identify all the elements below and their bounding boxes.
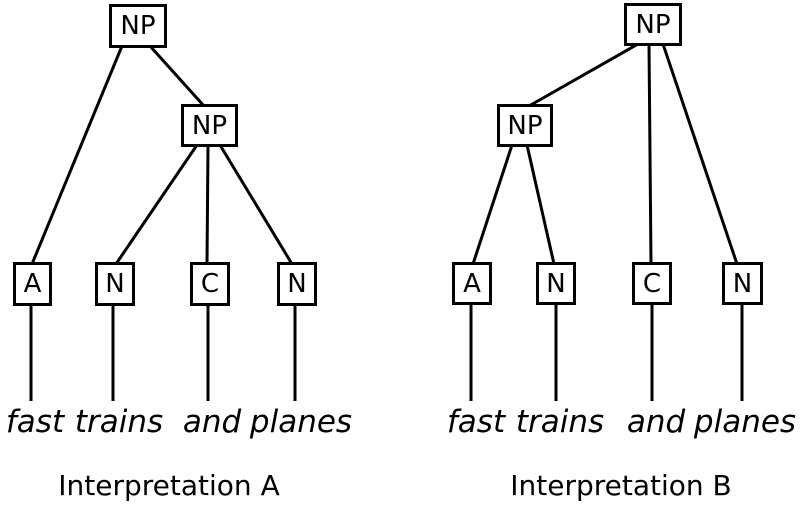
tree-a-caption: Interpretation A xyxy=(58,469,280,502)
tree-a-inner-np-node: NP xyxy=(181,104,238,147)
edge-b-root-to-innernp xyxy=(528,42,639,108)
tree-a-leaf-a-node: A xyxy=(13,262,52,306)
tree-b-leaf-n2-node: N xyxy=(722,262,763,305)
edge-a-innernp-to-n2 xyxy=(218,144,294,265)
tree-a-word-fast: fast xyxy=(5,404,65,440)
tree-a-leaf-n1-node: N xyxy=(95,262,135,306)
tree-a-word-trains: trains xyxy=(74,404,164,440)
tree-b-leaf-n1-node: N xyxy=(536,262,576,305)
tree-a-leaf-c-node: C xyxy=(190,262,230,306)
edge-a-innernp-to-n1 xyxy=(114,144,199,265)
edge-a-root-to-a xyxy=(30,45,124,265)
edge-b-root-to-c xyxy=(647,43,653,265)
tree-b-root-np-node: NP xyxy=(624,3,682,46)
tree-b-word-fast: fast xyxy=(446,404,506,440)
tree-b-word-and: and xyxy=(626,404,686,440)
edge-b-innernp-to-n1 xyxy=(525,144,556,265)
edge-a-innernp-to-c xyxy=(205,144,210,265)
tree-a-word-and: and xyxy=(182,404,242,440)
edge-b-innernp-to-a xyxy=(471,144,514,265)
tree-b-word-planes: planes xyxy=(693,404,797,440)
tree-a-word-planes: planes xyxy=(249,404,353,440)
tree-b-leaf-c-node: C xyxy=(632,262,672,305)
tree-a-root-np-node: NP xyxy=(109,4,167,48)
tree-b-inner-np-node: NP xyxy=(497,104,553,147)
tree-a-leaf-n2-node: N xyxy=(277,262,317,306)
tree-b-word-trains: trains xyxy=(515,404,605,440)
tree-b-leaf-a-node: A xyxy=(452,262,492,305)
tree-b-caption: Interpretation B xyxy=(510,469,732,502)
edge-a-root-to-innernp xyxy=(148,44,206,108)
edge-b-root-to-n2 xyxy=(661,43,739,265)
